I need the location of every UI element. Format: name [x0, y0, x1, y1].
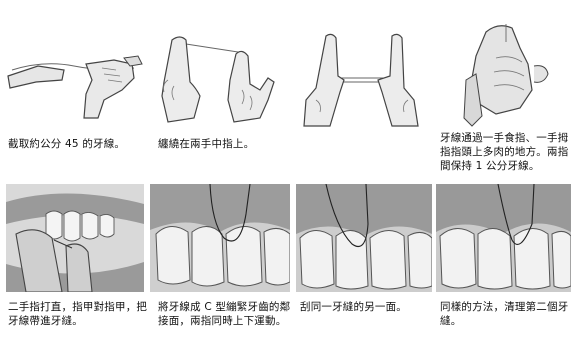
- step-2-panel: [150, 30, 290, 130]
- step-4-panel: [436, 18, 571, 130]
- step-1-panel: [4, 30, 146, 130]
- step-8-panel: [436, 184, 571, 292]
- step-1-caption: 截取約公分 45 的牙線。: [8, 137, 148, 151]
- step-6-caption: 將牙線成 C 型繃緊牙齒的鄰接面，兩指同時上下運動。: [158, 300, 294, 328]
- step-2-illustration: [150, 30, 290, 130]
- step-3-panel: [296, 30, 432, 130]
- step-4-illustration: [436, 18, 571, 130]
- step-8-illustration: [436, 184, 571, 292]
- step-7-panel: [296, 184, 432, 292]
- step-7-illustration: [296, 184, 432, 292]
- step-7-caption: 刮同一牙縫的另一面。: [300, 300, 432, 314]
- step-6-illustration: [150, 184, 290, 292]
- step-4-caption: 牙線通過一手食指、一手拇指指頭上多肉的地方。兩指間保持 1 公分牙線。: [440, 131, 570, 173]
- step-5-caption: 二手指打直，指甲對指甲，把牙線帶進牙縫。: [8, 300, 148, 328]
- step-1-illustration: [4, 30, 146, 130]
- tooth-icon: [46, 211, 114, 241]
- step-5-illustration: [6, 184, 144, 292]
- step-6-panel: [150, 184, 290, 292]
- step-8-caption: 同樣的方法，清理第二個牙縫。: [440, 300, 570, 328]
- step-5-panel: [6, 184, 144, 292]
- step-3-illustration: [296, 30, 432, 130]
- step-2-caption: 纏繞在兩手中指上。: [158, 137, 288, 151]
